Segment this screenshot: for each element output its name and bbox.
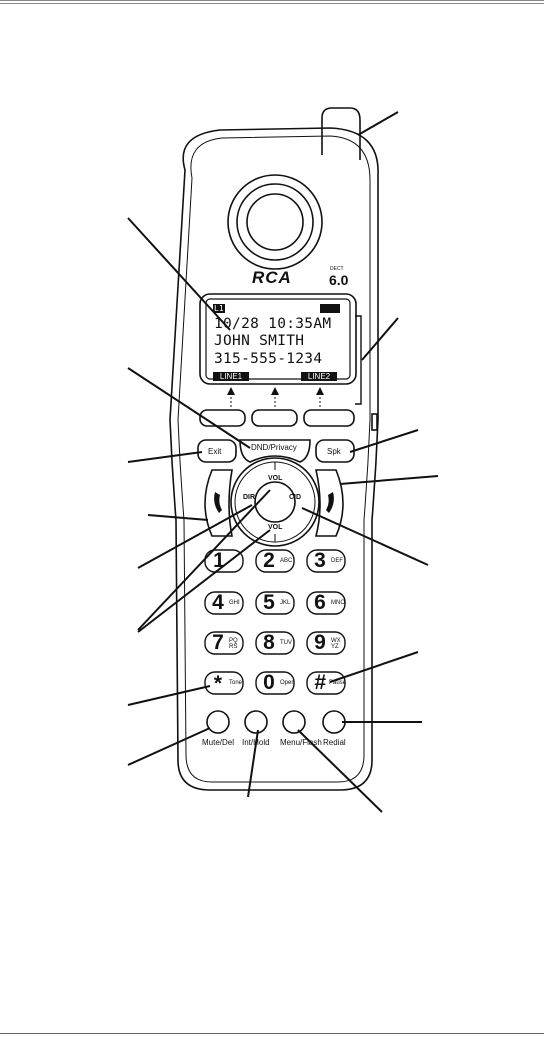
dnd-button xyxy=(239,439,311,463)
soft-key-left xyxy=(199,409,246,427)
key-0-letters: Oper xyxy=(280,680,294,686)
menu-button xyxy=(282,710,306,734)
soft-label-line2: LINE2 xyxy=(301,372,337,381)
key-8-digit: 8 xyxy=(263,631,275,654)
display: L1 10/28 10:35AM JOHN SMITH 315-555-1234 xyxy=(207,300,350,380)
display-date-time: 10/28 10:35AM xyxy=(214,316,332,332)
vol-up-label: VOL xyxy=(268,475,283,482)
callout-mute xyxy=(127,727,211,766)
callout-vol-up xyxy=(137,489,271,631)
key-pound-letters: Pause xyxy=(329,680,347,686)
soft-label-line1: LINE1 xyxy=(213,372,249,381)
display-caller-name: JOHN SMITH xyxy=(214,333,305,349)
display-caller-number: 315-555-1234 xyxy=(214,351,323,367)
key-pound-digit: # xyxy=(314,671,326,694)
callout-cid xyxy=(301,507,429,566)
redial-button xyxy=(322,710,346,734)
key-1-digit: 1 xyxy=(213,549,225,572)
key-9-digit: 9 xyxy=(314,631,326,654)
earpiece xyxy=(227,174,323,270)
callout-softkeys xyxy=(361,317,399,361)
exit-label: Exit xyxy=(208,447,222,456)
soft-key-center xyxy=(251,409,298,427)
display-frame xyxy=(199,293,357,385)
callout-vol-down xyxy=(137,529,271,633)
key-5-digit: 5 xyxy=(263,591,275,614)
key-2-letters: ABC xyxy=(280,558,293,564)
page-bottom-rule xyxy=(0,1033,544,1034)
line-indicator: L1 xyxy=(213,304,225,313)
key-7-digit: 7 xyxy=(212,631,224,654)
key-8-letters: TUV xyxy=(280,640,292,646)
key-star-letters: Tone xyxy=(229,680,243,686)
battery-icon xyxy=(320,304,340,313)
callout-talk xyxy=(147,514,209,521)
spk-label: Spk xyxy=(327,447,341,456)
talk-button xyxy=(204,469,233,537)
vol-down-label: VOL xyxy=(268,524,283,531)
callout-end xyxy=(339,475,439,485)
redial-label: Redial xyxy=(323,738,346,747)
callout-dnd xyxy=(127,367,251,449)
key-star-digit: * xyxy=(213,672,223,695)
key-5-letters: JKL xyxy=(280,600,291,606)
exit-button xyxy=(197,439,237,463)
key-9-letters: WX YZ xyxy=(331,638,341,650)
mute-button xyxy=(206,710,230,734)
handset-body xyxy=(169,127,379,791)
callout-int xyxy=(247,729,259,798)
dnd-label: DND/Privacy xyxy=(251,443,297,452)
callout-dir xyxy=(137,504,253,569)
key-7-letters: PQ RS xyxy=(229,638,238,650)
callout-antenna xyxy=(357,111,399,136)
callout-spk xyxy=(349,429,419,453)
antenna xyxy=(321,107,361,160)
callout-exit xyxy=(127,451,203,463)
callout-menu xyxy=(297,729,383,813)
callout-star xyxy=(127,685,211,706)
side-key xyxy=(371,413,378,431)
key-6-digit: 6 xyxy=(314,591,326,614)
callout-pound xyxy=(329,651,419,683)
nav-center xyxy=(254,481,296,523)
key-4-letters: GHI xyxy=(229,600,240,606)
dir-label: DIR xyxy=(243,494,256,501)
int-label: Int/Hold xyxy=(242,738,270,747)
dect-label: DECT xyxy=(330,266,344,272)
mute-label: Mute/Del xyxy=(202,738,235,747)
dect-version: 6.0 xyxy=(329,272,349,288)
soft-key-right xyxy=(303,409,355,427)
nav-ring xyxy=(230,457,320,547)
page-top-rule xyxy=(0,0,544,4)
key-2-digit: 2 xyxy=(263,549,275,572)
int-button xyxy=(244,710,268,734)
key-3-digit: 3 xyxy=(314,549,326,572)
key-0-digit: 0 xyxy=(263,671,275,694)
brand-logo: RCA xyxy=(252,268,292,287)
end-button xyxy=(314,469,344,537)
cid-label: CID xyxy=(289,494,302,501)
key-6-letters: MNO xyxy=(331,600,345,606)
key-4-digit: 4 xyxy=(212,591,224,614)
menu-label: Menu/Flash xyxy=(280,738,322,747)
key-3-letters: DEF xyxy=(331,558,343,564)
